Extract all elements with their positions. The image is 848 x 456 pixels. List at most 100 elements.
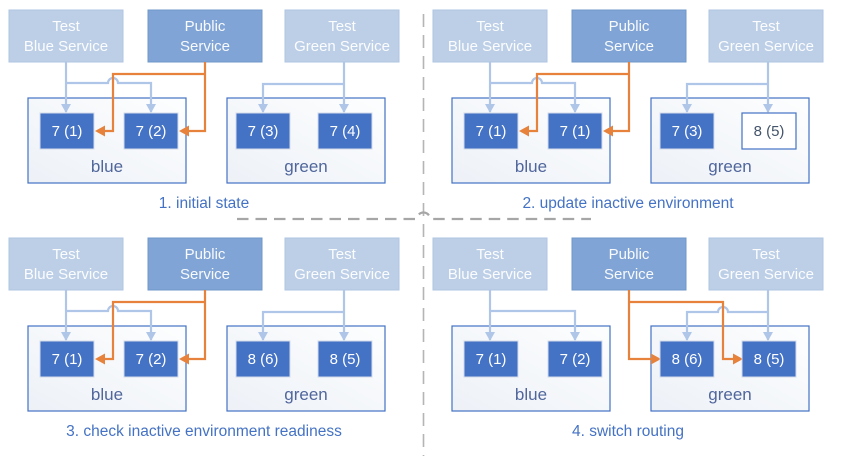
pod xyxy=(547,340,603,378)
arrowhead-down-icon xyxy=(146,104,156,113)
blue-env-label: blue xyxy=(91,385,123,404)
route-line xyxy=(490,309,577,340)
test-blue-service-box xyxy=(432,237,548,291)
blue-env-label: blue xyxy=(515,157,547,176)
pod xyxy=(235,112,291,150)
route-line xyxy=(685,82,768,112)
arrowhead-down-icon xyxy=(570,104,580,113)
pod xyxy=(659,112,715,150)
public-service-box xyxy=(147,237,263,291)
pod xyxy=(123,112,179,150)
green-env-label: green xyxy=(708,157,751,176)
test-green-routes xyxy=(258,290,349,341)
pod-label: 7 (2) xyxy=(560,351,591,368)
pod-label: 7 (2) xyxy=(136,351,167,368)
pod xyxy=(235,340,291,378)
pod-label: 8 (5) xyxy=(754,123,785,140)
arrowhead-down-icon xyxy=(570,332,580,341)
green-env-label: green xyxy=(284,157,327,176)
pod-label: 7 (3) xyxy=(248,123,279,140)
panel-caption: 4. switch routing xyxy=(572,423,684,440)
test-green-routes xyxy=(258,62,349,113)
arrowhead-left-icon xyxy=(95,125,105,137)
public-route-line xyxy=(189,290,207,361)
panel-caption: 2. update inactive environment xyxy=(522,195,734,212)
public-service-box xyxy=(571,9,687,63)
test-green-service-box xyxy=(708,237,824,291)
public-route-line xyxy=(613,62,631,133)
public-routes xyxy=(95,62,207,137)
public-routes xyxy=(519,62,631,137)
pod xyxy=(741,112,797,150)
public-route-line xyxy=(629,300,733,361)
arrowhead-down-icon xyxy=(682,332,692,341)
pod-label: 7 (4) xyxy=(330,123,361,140)
test-green-service-box xyxy=(708,9,824,63)
arrowhead-left-icon xyxy=(603,125,613,137)
public-service-box xyxy=(571,237,687,291)
arrowhead-right-icon xyxy=(651,353,661,365)
horizontal-divider xyxy=(237,211,591,221)
pod-label: 7 (1) xyxy=(52,351,83,368)
arrowhead-down-icon xyxy=(682,104,692,113)
test-blue-routes xyxy=(485,290,580,341)
pod-label: 7 (1) xyxy=(560,123,591,140)
panel-caption: 1. initial state xyxy=(159,195,249,212)
pod-label: 8 (6) xyxy=(248,351,279,368)
arrowhead-down-icon xyxy=(146,332,156,341)
pod-label: 7 (1) xyxy=(476,123,507,140)
arrowhead-down-icon xyxy=(61,332,71,341)
test-blue-service-box xyxy=(432,9,548,63)
arrowhead-left-icon xyxy=(519,125,529,137)
public-route-line xyxy=(627,290,651,361)
pod-label: 8 (5) xyxy=(330,351,361,368)
arrowhead-down-icon xyxy=(258,104,268,113)
pod xyxy=(741,340,797,378)
arrowhead-right-icon xyxy=(733,353,743,365)
public-route-line xyxy=(105,72,205,133)
pod xyxy=(317,112,373,150)
pod-label: 8 (6) xyxy=(672,351,703,368)
test-blue-service-box xyxy=(8,9,124,63)
pod-label: 7 (3) xyxy=(672,123,703,140)
arrowhead-down-icon xyxy=(763,332,773,341)
public-service-box xyxy=(147,9,263,63)
panel-caption: 3. check inactive environment readiness xyxy=(66,423,342,440)
public-route-line xyxy=(105,300,205,361)
test-green-service-box xyxy=(284,9,400,63)
blue-env-label: blue xyxy=(515,385,547,404)
public-route-line xyxy=(529,72,629,133)
pod xyxy=(123,340,179,378)
public-routes xyxy=(627,290,743,365)
public-route-line xyxy=(189,62,207,133)
arrowhead-down-icon xyxy=(258,332,268,341)
pod-label: 7 (1) xyxy=(476,351,507,368)
arrowhead-down-icon xyxy=(339,332,349,341)
pod xyxy=(39,340,95,378)
pod xyxy=(463,112,519,150)
test-green-routes xyxy=(682,62,773,113)
pod-label: 8 (5) xyxy=(754,351,785,368)
green-env-label: green xyxy=(284,385,327,404)
blue-env-label: blue xyxy=(91,157,123,176)
route-line xyxy=(261,82,344,112)
arrowhead-down-icon xyxy=(61,104,71,113)
arrowhead-down-icon xyxy=(485,104,495,113)
arrowhead-down-icon xyxy=(339,104,349,113)
pod xyxy=(547,112,603,150)
pod-label: 7 (1) xyxy=(52,123,83,140)
route-line xyxy=(261,310,344,340)
